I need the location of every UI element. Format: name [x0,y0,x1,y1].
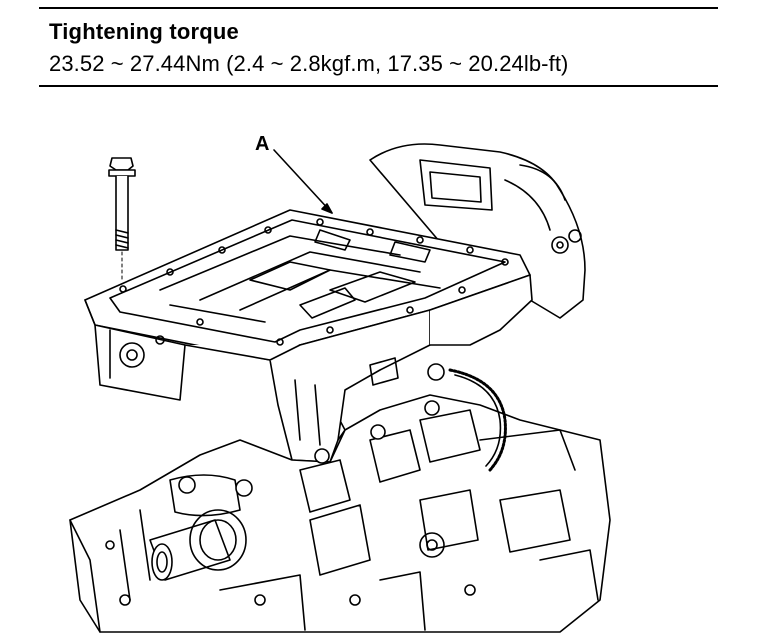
callout-a-label: A [255,133,269,155]
oil-pan [84,209,533,463]
bolt [108,157,136,283]
torque-spec-value: 23.52 ~ 27.44Nm (2.4 ~ 2.8kgf.m, 17.35 ~… [49,51,569,76]
callout-a-leader [273,149,333,214]
engine-block [69,368,611,633]
transmission-housing [369,143,586,319]
torque-spec-title: Tightening torque [49,19,239,44]
torque-spec-box: Tightening torque 23.52 ~ 27.44Nm (2.4 ~… [39,7,718,87]
engine-oil-pan-diagram: A [69,133,611,633]
